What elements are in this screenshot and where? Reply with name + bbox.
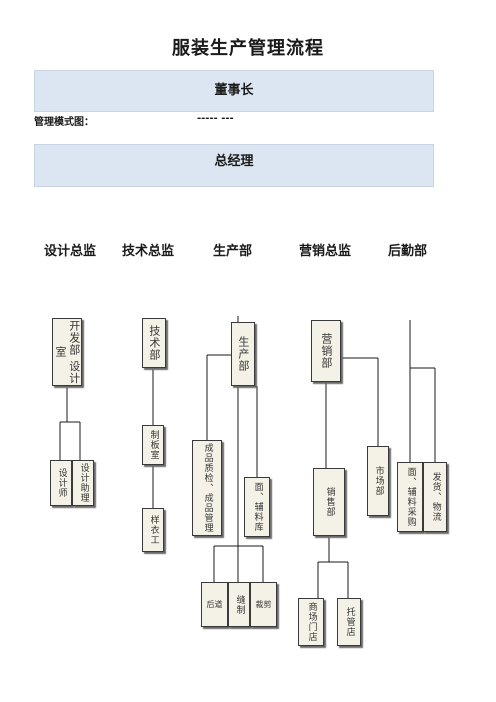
box-production-dept: 生产部	[231, 322, 255, 386]
box-cutting: 裁剪	[250, 582, 277, 627]
box-accessory-store-label: 面、辅料库	[252, 482, 263, 532]
box-finishing: 后道	[201, 582, 228, 627]
box-marketing-dept-label: 营销部	[319, 333, 333, 369]
box-tech-dept: 技术部	[142, 318, 166, 368]
box-design-assistant-label: 设计助理	[78, 463, 89, 503]
box-design-assistant: 设计助理	[72, 460, 94, 506]
box-production-dept-label: 生产部	[236, 336, 250, 372]
management-mode-dashes: ----- ---	[197, 113, 234, 124]
dept-marketing-director: 营销总监	[299, 244, 352, 259]
box-pattern-room-label: 制板室	[148, 430, 159, 460]
box-pattern-room: 制板室	[142, 425, 164, 465]
box-qc-finished-goods: 成品质检、成品管理	[192, 440, 222, 536]
general-manager-band: 总经理	[34, 144, 434, 187]
page-title: 服装生产管理流程	[172, 38, 324, 59]
dept-design-director: 设计总监	[44, 244, 97, 259]
box-mall-store: 商场门店	[298, 598, 324, 646]
box-sample-maker-label: 样衣工	[148, 515, 159, 545]
box-accessory-store: 面、辅料库	[244, 477, 270, 537]
box-accessory-purchasing: 面、辅料采购	[397, 462, 423, 532]
box-shipping-logistics-label: 发货、物流	[430, 472, 441, 522]
box-shipping-logistics: 发货、物流	[423, 462, 447, 532]
box-sewing-label: 缝制	[234, 594, 245, 615]
box-finishing-label: 后道	[206, 600, 223, 609]
box-dev-design-room: 开发部 设计室	[52, 318, 82, 386]
dept-tech-director: 技术总监	[122, 244, 175, 259]
box-sales-dept-label: 销售部	[324, 487, 335, 517]
box-sewing: 缝制	[228, 582, 250, 627]
box-designer-label: 设计师	[56, 468, 67, 498]
box-cutting-label: 裁剪	[255, 600, 272, 609]
chairman-band: 董事长	[34, 70, 434, 112]
dept-logistics: 后勤部	[388, 244, 428, 259]
box-tech-dept-label: 技术部	[147, 325, 161, 361]
box-designer: 设计师	[50, 460, 72, 506]
management-mode-label: 管理模式图：	[34, 117, 94, 128]
box-market-dept: 市场部	[367, 446, 389, 516]
box-accessory-purchasing-label: 面、辅料采购	[405, 467, 416, 527]
box-qc-finished-goods-label: 成品质检、成品管理	[202, 443, 213, 533]
box-marketing-dept: 营销部	[311, 320, 341, 382]
box-dev-design-room-label: 开发部 设计室	[54, 319, 81, 385]
box-mall-store-label: 商场门店	[306, 602, 317, 642]
box-market-dept-label: 市场部	[373, 466, 384, 496]
dept-production: 生产部	[213, 244, 253, 259]
box-consignment-store-label: 托管店	[344, 607, 355, 637]
box-sample-maker: 样衣工	[142, 508, 164, 552]
box-sales-dept: 销售部	[313, 468, 345, 536]
box-consignment-store: 托管店	[337, 598, 361, 646]
